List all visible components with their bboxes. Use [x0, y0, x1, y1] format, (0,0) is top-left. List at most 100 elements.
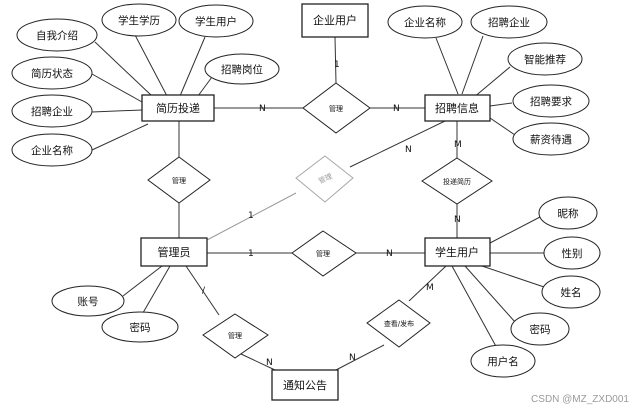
attr-label: 用户名 — [487, 355, 519, 368]
entity-enterprise-user: 企业用户 — [301, 3, 369, 38]
rel-manage-student: 管理 — [291, 230, 357, 277]
edge-resume-company-name — [91, 123, 149, 151]
attr-requirements: 招聘要求 — [512, 84, 590, 118]
edge-username — [451, 265, 499, 351]
cardinality-label: N — [454, 215, 461, 225]
cardinality-label: N — [386, 249, 393, 259]
cardinality-label: 1 — [334, 60, 340, 70]
attr-resume-company: 招聘企业 — [11, 94, 93, 128]
edge-requirements — [489, 102, 513, 107]
attr-label: 密码 — [530, 323, 551, 336]
entity-label: 企业用户 — [313, 13, 357, 27]
entity-label: 招聘信息 — [435, 101, 479, 115]
rel-manage-faint: 管理 — [295, 155, 354, 203]
attr-self-intro: 自我介绍 — [16, 18, 98, 52]
edge-manage-notice-notice — [240, 353, 276, 371]
attr-label: 招聘企业 — [31, 105, 73, 118]
rel-label: 投递简历 — [443, 177, 471, 186]
attr-label: 自我介绍 — [36, 29, 78, 42]
cardinality-label: M — [426, 283, 434, 293]
attr-smart-recommend: 智能推荐 — [507, 42, 583, 76]
edge-admin-manage-notice — [185, 265, 220, 316]
entity-label: 通知公告 — [283, 378, 327, 392]
edge-smart-recommend — [472, 66, 511, 99]
edge-notice-view — [335, 344, 385, 371]
entity-label: 管理员 — [158, 245, 191, 259]
entity-resume-submission: 简历投递 — [141, 94, 215, 122]
rel-label: 查看/发布 — [384, 319, 414, 328]
rel-submit-resume: 投递简历 — [421, 157, 493, 205]
cardinality-label: N — [405, 145, 412, 155]
rel-label: 管理 — [329, 104, 343, 113]
attr-salary: 薪资待遇 — [512, 122, 590, 156]
edge-enterprise-manage-top — [334, 36, 337, 84]
cardinality-label: / — [202, 286, 206, 296]
rel-manage-top: 管理 — [302, 82, 371, 134]
rel-label: 管理 — [316, 249, 330, 258]
rel-manage-resume: 管理 — [147, 156, 211, 204]
edge-student-education — [134, 34, 168, 97]
edge-resume-status — [91, 73, 143, 103]
edge-self-intro — [94, 41, 153, 97]
edge-posting-company-name — [435, 37, 459, 95]
attr-student-user: 学生用户 — [178, 4, 254, 38]
edge-account — [122, 265, 163, 297]
attr-label: 企业名称 — [31, 144, 73, 157]
attr-account: 账号 — [51, 285, 125, 317]
cardinality-label: N — [266, 358, 273, 368]
edge-student-user-attr — [179, 36, 206, 97]
entity-student-user: 学生用户 — [424, 237, 491, 267]
attr-admin-password: 密码 — [101, 311, 179, 343]
edge-name — [481, 265, 548, 289]
entity-label: 学生用户 — [435, 245, 479, 259]
entity-notice: 通知公告 — [271, 369, 339, 401]
edge-admin-password — [139, 265, 171, 319]
cardinality-label: N — [349, 353, 356, 363]
attr-gender: 性别 — [543, 236, 601, 270]
cardinality-label: N — [393, 104, 400, 114]
attr-label: 招聘岗位 — [221, 63, 263, 76]
edge-admin-faint — [206, 192, 297, 241]
attr-student-education: 学生学历 — [101, 3, 177, 37]
attr-label: 智能推荐 — [524, 53, 566, 66]
cardinality-label: N — [259, 104, 266, 114]
edge-faint-posting — [349, 120, 446, 168]
entity-job-posting: 招聘信息 — [424, 94, 491, 122]
rel-manage-notice: 管理 — [202, 313, 269, 359]
entity-admin: 管理员 — [140, 237, 208, 267]
cardinality-label: M — [454, 140, 462, 150]
attr-label: 简历状态 — [31, 67, 73, 80]
connectors — [91, 34, 548, 371]
edge-salary — [489, 117, 516, 136]
edge-posting-company — [461, 35, 484, 95]
attr-label: 企业名称 — [404, 16, 446, 29]
rel-view-publish: 查看/发布 — [366, 299, 431, 348]
attr-label: 姓名 — [561, 286, 582, 299]
edge-nickname — [489, 216, 541, 244]
attr-label: 昵称 — [558, 207, 579, 220]
attr-username: 用户名 — [470, 344, 536, 378]
attr-label: 密码 — [130, 321, 151, 334]
attr-nickname: 昵称 — [538, 196, 598, 230]
watermark: CSDN @MZ_ZXD001 — [531, 394, 629, 405]
attr-job-position: 招聘岗位 — [204, 53, 280, 85]
attr-student-password: 密码 — [510, 312, 570, 346]
attr-label: 账号 — [78, 296, 99, 308]
rel-label: 管理 — [172, 176, 186, 185]
attr-name: 姓名 — [541, 275, 601, 309]
attr-posting-company-name: 企业名称 — [387, 5, 463, 39]
attr-label: 学生学历 — [118, 14, 160, 27]
attr-posting-company: 招聘企业 — [470, 5, 548, 39]
cardinality-label: 1 — [248, 249, 254, 259]
entity-label: 简历投递 — [156, 101, 200, 115]
attr-label: 学生用户 — [195, 15, 237, 28]
edge-view-student — [408, 265, 447, 302]
rel-label: 管理 — [228, 331, 242, 340]
cardinality-label: 1 — [248, 211, 254, 221]
attr-resume-status: 简历状态 — [11, 56, 93, 90]
attr-label: 性别 — [562, 247, 583, 260]
edge-resume-company — [91, 109, 143, 113]
attr-label: 招聘企业 — [488, 16, 530, 29]
cardinality-labels: N N 1 1 N M N 1 N / N N M — [202, 60, 462, 368]
attr-label: 薪资待遇 — [530, 133, 572, 146]
